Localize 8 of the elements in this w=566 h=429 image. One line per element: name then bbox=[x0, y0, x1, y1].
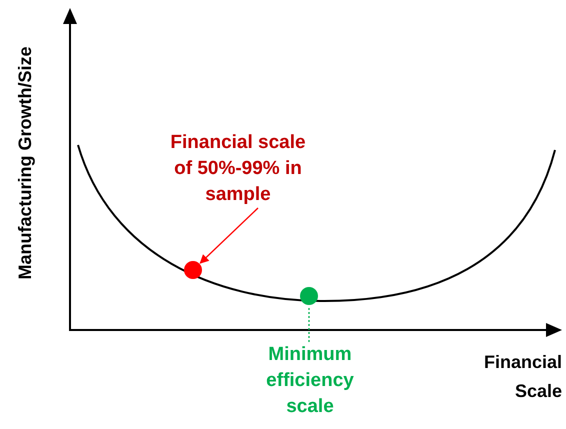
axis-title: Financial Scale bbox=[482, 351, 562, 403]
arrow bbox=[200, 208, 258, 264]
annotation-text: Financial scale of 50%-99% in sample bbox=[160, 130, 316, 208]
data-point bbox=[184, 261, 202, 279]
data-point bbox=[300, 287, 318, 305]
leader-line bbox=[308, 306, 310, 342]
axis-title: Manufacturing Growth/Size bbox=[14, 46, 36, 282]
annotation-text: Minimum efficiency scale bbox=[240, 342, 380, 420]
